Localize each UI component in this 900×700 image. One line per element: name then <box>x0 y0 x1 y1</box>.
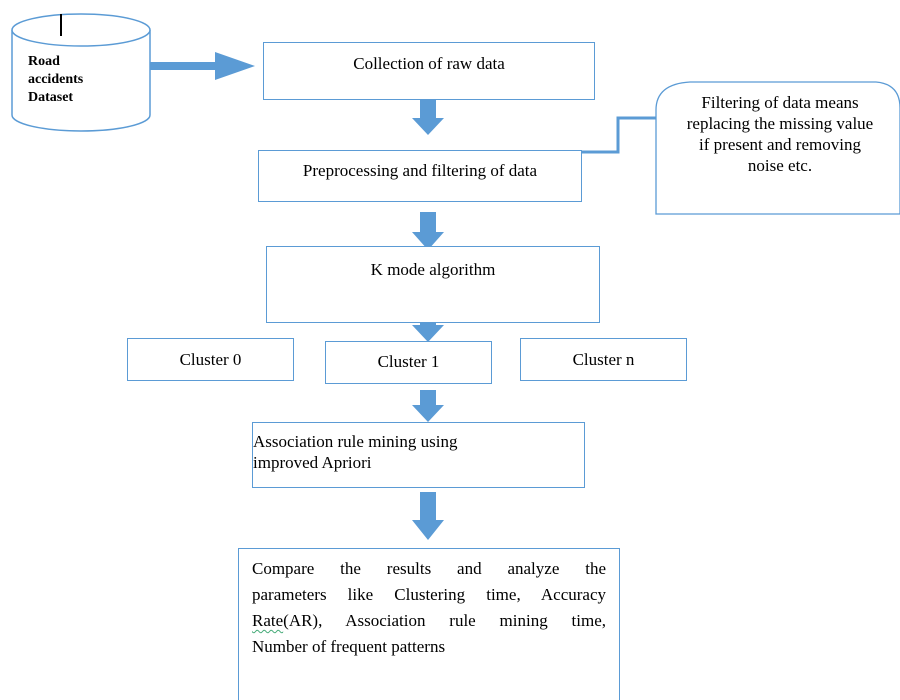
final-line-2: parameters like Clustering time, Accurac… <box>252 585 606 604</box>
cluster-0-box: Cluster 0 <box>127 338 294 381</box>
kmode-label: K mode algorithm <box>370 260 496 279</box>
database-label: Road accidents Dataset <box>28 53 83 107</box>
final-box <box>238 548 620 700</box>
final-line-1: Compare the results and analyze the <box>252 559 606 578</box>
final-line-3-rest: (AR), Association rule mining time, <box>283 611 606 630</box>
association-line-1: Association rule mining using <box>253 432 458 451</box>
database-cylinder <box>11 13 151 132</box>
arrow-down-2 <box>412 212 444 250</box>
final-line-4: Number of frequent patterns <box>252 637 446 656</box>
cluster-n-box: Cluster n <box>520 338 687 381</box>
database-label-line-2: accidents <box>28 72 84 87</box>
preprocessing-label: Preprocessing and filtering of data <box>302 161 538 181</box>
cluster-1-label: Cluster 1 <box>377 352 440 371</box>
text-cursor <box>60 14 62 36</box>
database-label-line-3: Dataset <box>28 90 74 105</box>
collection-label: Collection of raw data <box>353 54 505 73</box>
association-line-2: improved Apriori <box>253 453 372 473</box>
note-line-3: if present and removing <box>699 135 861 154</box>
arrow-down-4 <box>412 390 444 422</box>
note-line-4: noise etc. <box>747 156 813 175</box>
database-label-line-1: Road <box>28 54 60 69</box>
arrow-db-to-collection <box>150 52 255 80</box>
preprocessing-box: Preprocessing and filtering of data <box>258 150 582 202</box>
cluster-0-label: Cluster 0 <box>179 350 242 369</box>
association-box: Association rule mining using improved A… <box>252 422 585 488</box>
note-line-2: replacing the missing value <box>686 114 874 133</box>
collection-box: Collection of raw data <box>263 42 595 100</box>
final-line-3: Rate(AR), Association rule mining time, <box>252 608 606 634</box>
cluster-1-box: Cluster 1 <box>325 341 492 384</box>
note-text: Filtering of data means replacing the mi… <box>660 92 900 176</box>
arrow-down-1 <box>412 100 444 135</box>
cluster-n-label: Cluster n <box>572 350 635 369</box>
final-line-3-word: Rate <box>252 611 284 630</box>
connector-to-note <box>582 116 656 154</box>
final-text: Compare the results and analyze the para… <box>252 556 606 660</box>
kmode-box: K mode algorithm <box>266 246 600 323</box>
note-line-1: Filtering of data means <box>701 93 859 112</box>
arrow-down-5 <box>412 492 444 540</box>
